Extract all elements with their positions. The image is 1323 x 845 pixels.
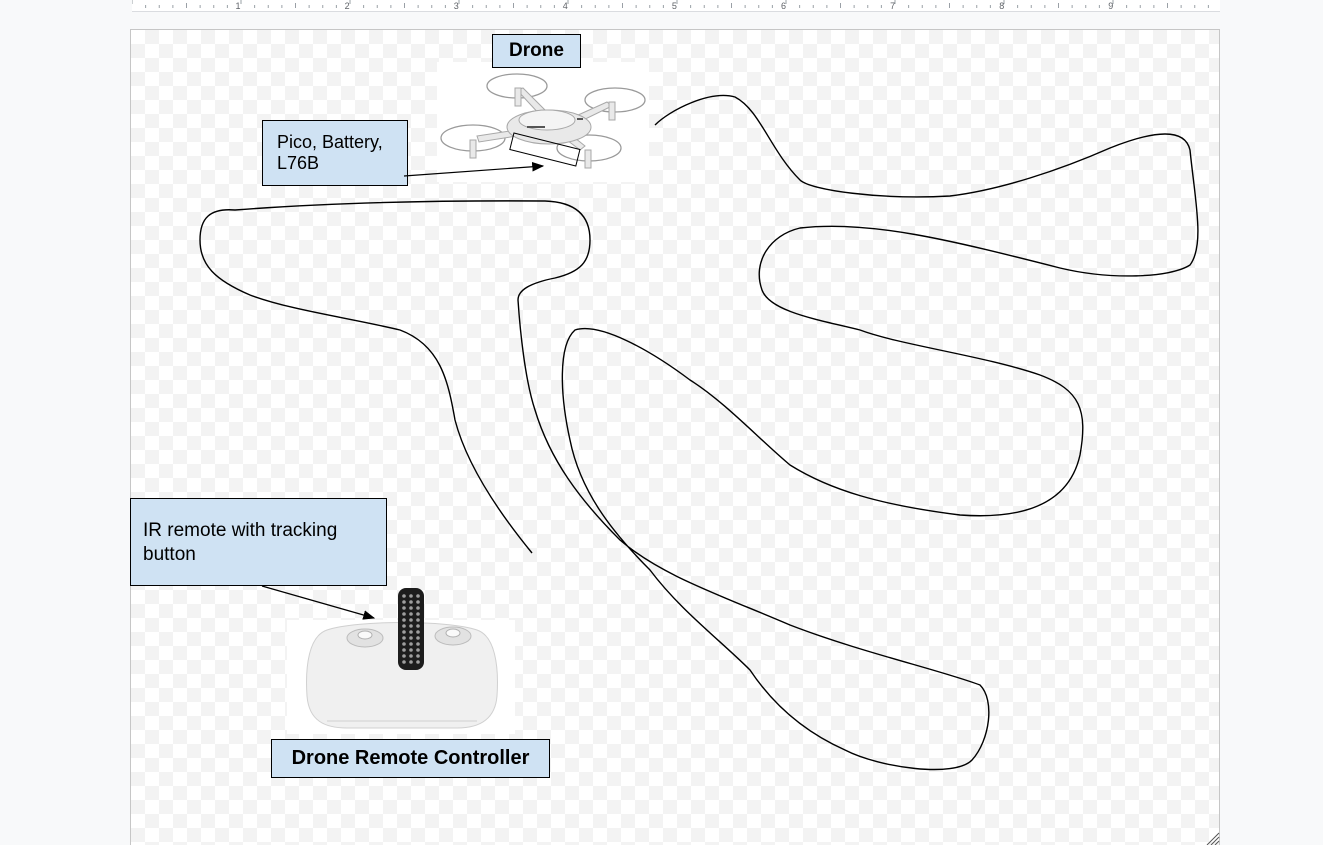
remote-button-icon [409, 648, 413, 652]
remote-button-icon [416, 660, 420, 664]
ruler-ticks: 1 2 3 4 5 6 7 8 9 [132, 0, 1209, 11]
remote-button-icon [402, 648, 406, 652]
remote-controller-image[interactable] [287, 586, 515, 734]
remote-button-icon [409, 660, 413, 664]
remote-button-icon [416, 648, 420, 652]
remote-button-icon [402, 630, 406, 634]
remote-button-icon [416, 630, 420, 634]
pico-highlight-box [509, 132, 581, 167]
remote-button-icon [402, 660, 406, 664]
ir-remote-note-text: IR remote with tracking button [143, 520, 338, 565]
remote-button-icon [416, 600, 420, 604]
remote-button-icon [416, 654, 420, 658]
ir-remote-image [398, 588, 424, 670]
ruler-label: 6 [781, 1, 786, 11]
drone-image[interactable] [437, 62, 649, 182]
remote-button-icon [416, 618, 420, 622]
pico-battery-note[interactable]: Pico, Battery, L76B [262, 120, 408, 186]
ruler-label: 8 [999, 1, 1004, 11]
remote-button-icon [409, 642, 413, 646]
remote-button-icon [409, 618, 413, 622]
pico-battery-note-text: Pico, Battery, L76B [277, 132, 383, 173]
remote-button-icon [409, 612, 413, 616]
remote-button-icon [409, 654, 413, 658]
remote-button-icon [409, 600, 413, 604]
ruler-label: 9 [1108, 1, 1113, 11]
remote-button-icon [402, 618, 406, 622]
remote-button-icon [409, 594, 413, 598]
ir-remote-note[interactable]: IR remote with tracking button [130, 498, 387, 586]
ruler-label: 1 [235, 1, 240, 11]
remote-button-icon [402, 606, 406, 610]
remote-button-icon [416, 606, 420, 610]
remote-button-icon [402, 642, 406, 646]
remote-button-icon [402, 654, 406, 658]
remote-button-icon [402, 636, 406, 640]
remote-button-icon [402, 612, 406, 616]
remote-button-icon [416, 642, 420, 646]
remote-button-icon [416, 624, 420, 628]
drone-label[interactable]: Drone [492, 34, 581, 68]
remote-button-icon [416, 636, 420, 640]
ruler-label: 5 [672, 1, 677, 11]
remote-button-icon [416, 594, 420, 598]
ruler-label: 2 [345, 1, 350, 11]
remote-button-icon [409, 630, 413, 634]
controller-label[interactable]: Drone Remote Controller [271, 739, 550, 778]
horizontal-ruler[interactable]: 1 2 3 4 5 6 7 8 9 [132, 0, 1220, 12]
ruler-label: 7 [890, 1, 895, 11]
remote-button-icon [409, 606, 413, 610]
remote-button-icon [402, 624, 406, 628]
ruler-label: 3 [454, 1, 459, 11]
ruler-label: 4 [563, 1, 568, 11]
remote-button-icon [402, 594, 406, 598]
remote-button-icon [416, 612, 420, 616]
remote-button-icon [402, 600, 406, 604]
remote-button-icon [409, 636, 413, 640]
remote-button-icon [409, 624, 413, 628]
